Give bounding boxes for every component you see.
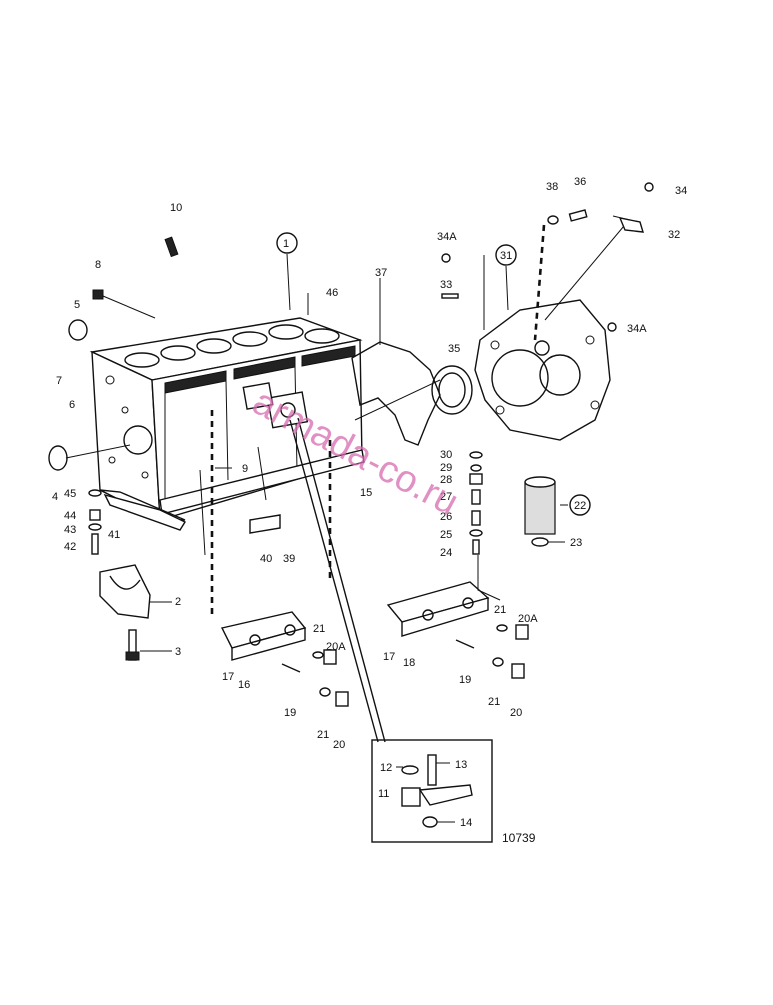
callout-18: 18	[403, 657, 415, 669]
callout-21-c: 21	[494, 604, 506, 616]
callout-8: 8	[95, 259, 101, 271]
callout-39: 39	[283, 553, 295, 565]
fasteners-rear	[492, 624, 529, 679]
callout-36: 36	[574, 176, 586, 188]
callout-24: 24	[440, 547, 452, 559]
cover-plate-40	[249, 514, 281, 534]
callout-9: 9	[242, 463, 248, 475]
callout-16: 16	[238, 679, 250, 691]
callout-44: 44	[64, 510, 76, 522]
callout-37: 37	[375, 267, 387, 279]
engine-block	[89, 317, 365, 522]
callout-23: 23	[570, 537, 582, 549]
callout-25: 25	[440, 529, 452, 541]
callout-43: 43	[64, 524, 76, 536]
callout-labels: 1 2 3 4 5 6 7 8 9 10 11 12 13 14 15 16 1…	[52, 176, 687, 829]
plug-5	[68, 319, 88, 341]
callout-17-rear: 17	[383, 651, 395, 663]
leader-lines	[199, 215, 631, 823]
callout-34A-right: 34A	[627, 323, 647, 335]
callout-40: 40	[260, 553, 272, 565]
callout-28: 28	[440, 474, 452, 486]
callout-20A-front: 20A	[326, 641, 346, 653]
bearing-cap-bolt	[125, 629, 140, 661]
callout-13: 13	[455, 759, 467, 771]
callout-19-rear: 19	[459, 674, 471, 686]
crankshaft-seal	[431, 365, 473, 415]
callout-2: 2	[175, 596, 181, 608]
callout-31: 31	[500, 250, 512, 262]
cylinder-bores	[124, 324, 340, 368]
callout-33: 33	[440, 279, 452, 291]
main-bearing-cap	[99, 564, 151, 619]
callout-21-a: 21	[313, 623, 325, 635]
callout-38: 38	[546, 181, 558, 193]
callout-12: 12	[380, 762, 392, 774]
drawing-number: 10739	[502, 831, 536, 845]
callout-27: 27	[440, 491, 452, 503]
timing-gasket	[351, 278, 441, 446]
bearing-cap-front	[220, 611, 307, 661]
detail-box	[371, 739, 493, 843]
callout-5: 5	[74, 299, 80, 311]
callout-6: 6	[69, 399, 75, 411]
fasteners-front	[312, 649, 349, 707]
bracket-41	[103, 493, 187, 531]
bolts-top-right	[441, 182, 654, 332]
callout-14: 14	[460, 817, 472, 829]
callout-34A-top: 34A	[437, 231, 457, 243]
callout-11: 11	[378, 788, 389, 800]
callout-20-rear: 20	[510, 707, 522, 719]
valve-stack	[469, 451, 483, 555]
callout-4: 4	[52, 491, 58, 503]
callout-30: 30	[440, 449, 452, 461]
callout-46: 46	[326, 287, 338, 299]
callout-42: 42	[64, 541, 76, 553]
screw-10	[164, 236, 179, 258]
callout-21-d: 21	[488, 696, 500, 708]
front-plug	[48, 445, 68, 471]
callout-20-front: 20	[333, 739, 345, 751]
callout-41: 41	[108, 529, 120, 541]
callout-15: 15	[360, 487, 372, 499]
callout-26: 26	[440, 511, 452, 523]
callout-17-front: 17	[222, 671, 234, 683]
bolt-8	[92, 289, 104, 300]
callout-29: 29	[440, 462, 452, 474]
callout-21-b: 21	[317, 729, 329, 741]
flywheel-housing	[474, 299, 611, 441]
callout-3: 3	[175, 646, 181, 658]
callout-7: 7	[56, 375, 62, 387]
callout-35: 35	[448, 343, 460, 355]
callout-22: 22	[574, 500, 586, 512]
bearing-cap-rear	[386, 581, 490, 637]
callout-20A-rear: 20A	[518, 613, 538, 625]
callout-1: 1	[283, 238, 289, 250]
callout-34: 34	[675, 185, 687, 197]
callout-10: 10	[170, 202, 182, 214]
callout-32: 32	[668, 229, 680, 241]
callout-19-front: 19	[284, 707, 296, 719]
oil-pump-stack	[88, 489, 102, 555]
oil-filter	[524, 476, 556, 547]
callout-45: 45	[64, 488, 76, 500]
